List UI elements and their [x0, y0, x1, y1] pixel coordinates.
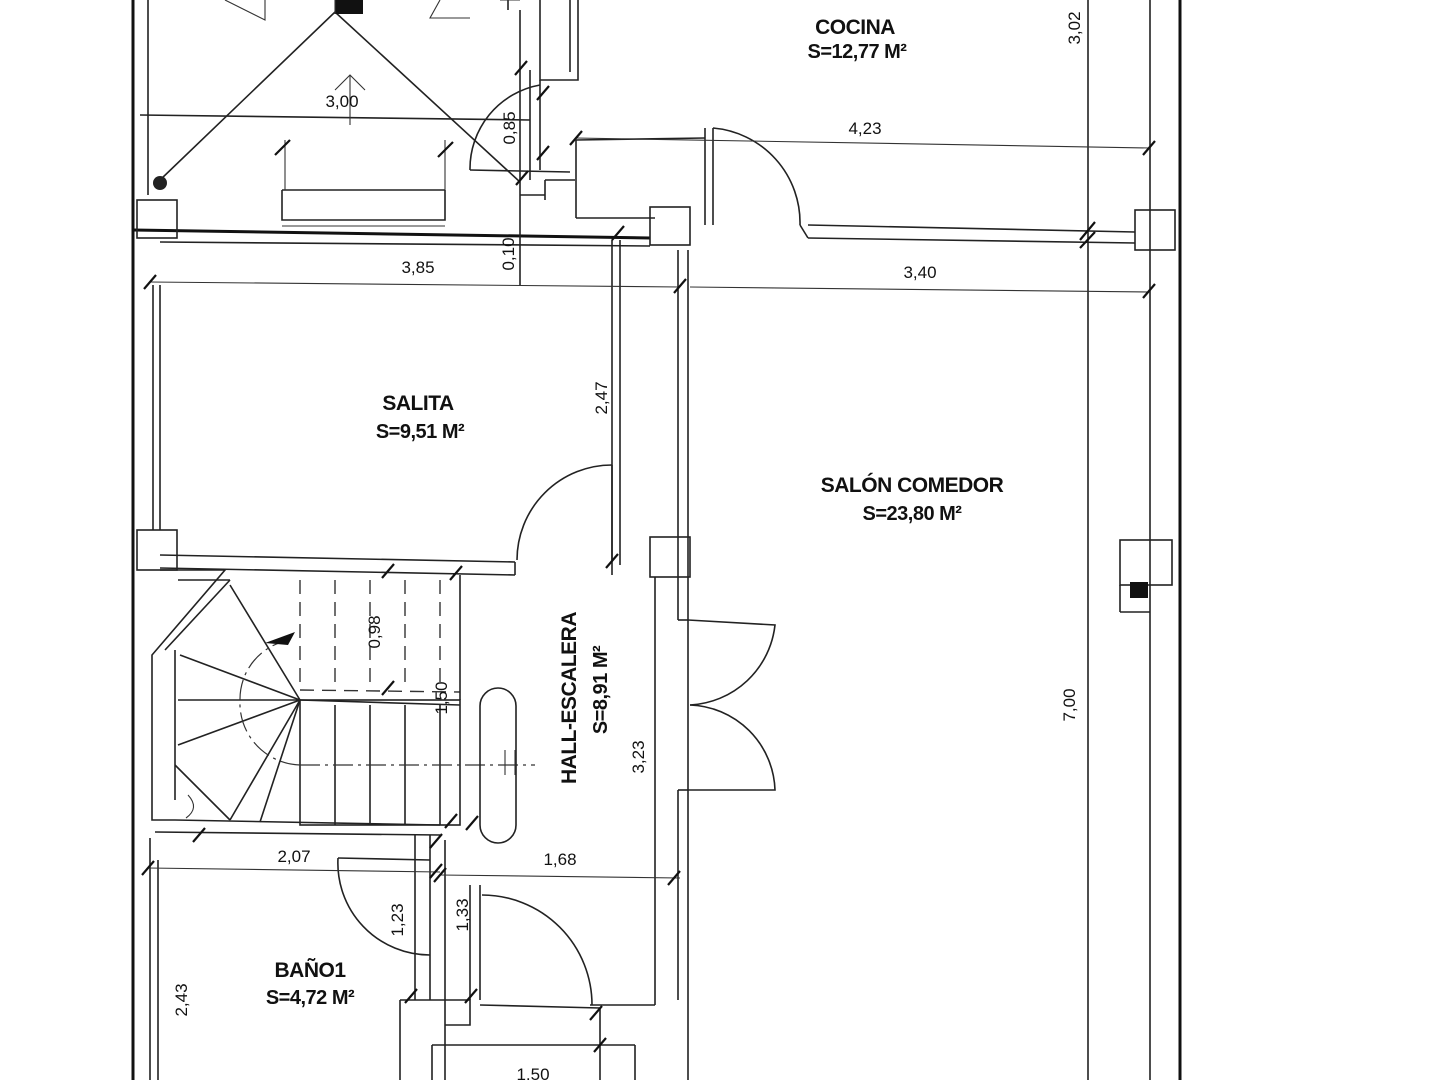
dim-1-68: 1,68 [543, 850, 576, 869]
room-labels: COCINA S=12,77 M² SALITA S=9,51 M² SALÓN… [266, 16, 1004, 1009]
walls [131, 0, 1182, 1080]
dim-3-85: 3,85 [401, 258, 434, 277]
room-name-bano: BAÑO1 [274, 959, 346, 982]
dim-2-43: 2,43 [172, 983, 191, 1016]
room-area-salon: S=23,80 M² [863, 503, 963, 525]
entrance-porch [139, 0, 579, 285]
dim-2-47: 2,47 [592, 381, 611, 414]
dim-0-10: 0,10 [499, 237, 518, 270]
dimension-labels: 3,00 0,85 4,23 3,02 0,10 3,85 3,40 2,47 … [172, 11, 1084, 1080]
dim-2-07: 2,07 [277, 847, 310, 866]
room-name-salon: SALÓN COMEDOR [821, 473, 1004, 497]
dim-3-00: 3,00 [325, 92, 358, 111]
dim-1-50-vertical: 1,50 [432, 681, 451, 714]
dimension-lines [141, 0, 1156, 1053]
room-name-hall: HALL-ESCALERA [558, 612, 581, 784]
room-name-cocina: COCINA [815, 16, 895, 39]
room-area-hall: S=8,91 M² [590, 645, 612, 734]
dim-1-50-horizontal: 1,50 [516, 1065, 549, 1080]
dim-1-23: 1,23 [388, 903, 407, 936]
dim-3-23: 3,23 [629, 740, 648, 773]
doors [337, 84, 801, 1006]
dim-0-85: 0,85 [500, 111, 519, 144]
room-area-bano: S=4,72 M² [266, 987, 355, 1009]
dim-0-98: 0,98 [365, 615, 384, 648]
dim-4-23: 4,23 [848, 119, 881, 138]
room-area-salita: S=9,51 M² [376, 421, 465, 443]
dim-3-02: 3,02 [1065, 11, 1084, 44]
room-name-salita: SALITA [382, 392, 454, 415]
staircase [177, 575, 535, 844]
room-area-cocina: S=12,77 M² [808, 41, 908, 63]
dim-1-33: 1,33 [453, 898, 472, 931]
dim-7-00: 7,00 [1060, 688, 1079, 721]
dim-3-40: 3,40 [903, 263, 936, 282]
